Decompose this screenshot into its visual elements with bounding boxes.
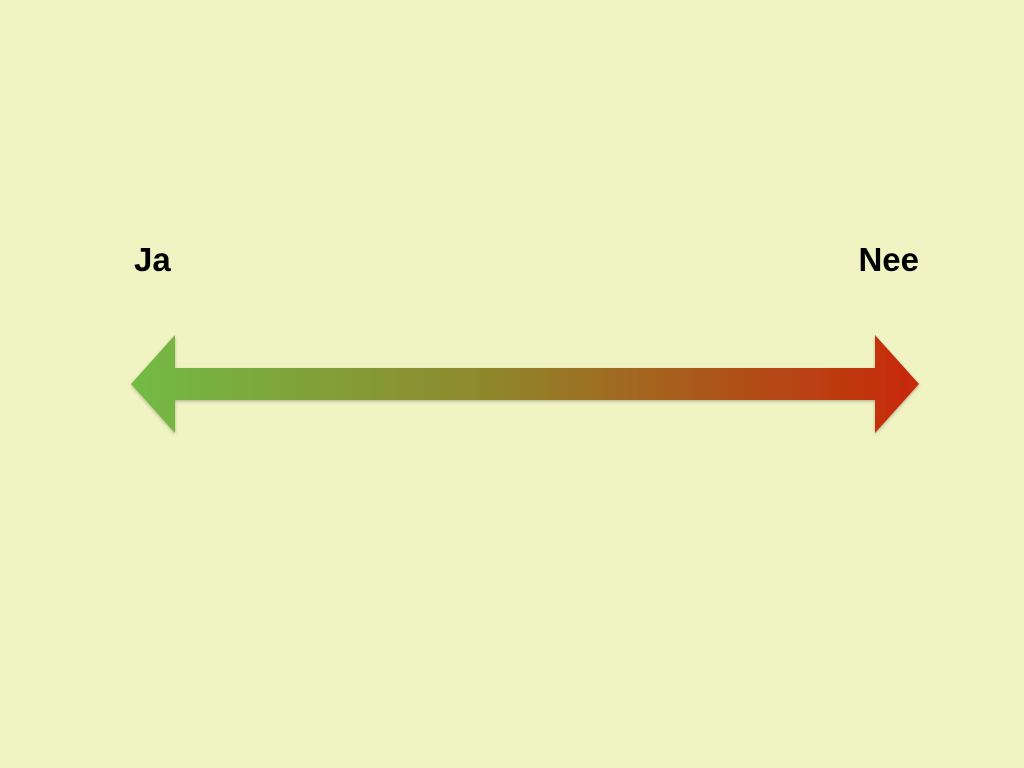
no-label: Nee (858, 241, 919, 278)
yes-label: Ja (134, 241, 171, 278)
double-headed-arrow (131, 335, 919, 433)
